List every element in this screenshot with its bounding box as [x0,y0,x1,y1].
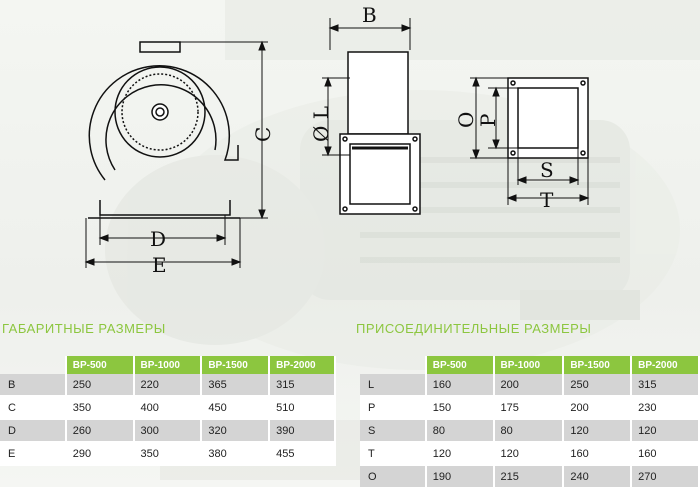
label-p: P [476,114,500,127]
table-header-row: BP-500 BP-1000 BP-1500 BP-2000 [360,356,700,374]
header-cell: BP-1500 [201,356,271,374]
row-label: O [360,465,427,489]
dimension-d [98,215,227,245]
dimension-o [470,76,508,160]
row-label: C [0,396,67,420]
header-cell: BP-2000 [631,356,700,374]
table-cell: 240 [563,465,633,489]
dimension-s [516,148,580,185]
table-cell: 160 [631,442,700,466]
row-label: S [360,419,427,443]
label-t: T [540,188,554,212]
dimension-b [328,18,412,50]
table-row: T 120 120 160 160 [360,442,700,466]
table-cell: 200 [563,396,633,420]
table-cell: 250 [563,374,633,397]
header-cell: BP-500 [425,356,495,374]
row-label: B [0,374,67,397]
table-cell: 160 [563,442,633,466]
table-cell: 120 [493,442,565,466]
table-cell: 290 [65,442,135,466]
table-cell: 450 [201,396,271,420]
table-cell: 300 [133,419,203,443]
table-row: D 260 300 320 390 [0,419,336,443]
table-row: B 250 220 365 315 [0,374,336,397]
table-cell: 120 [563,419,633,443]
table-cell: 220 [133,374,203,397]
header-cell [360,356,427,374]
dimension-e [84,218,242,268]
outlet-side-view [339,51,421,215]
table-cell: 380 [201,442,271,466]
table-cell: 365 [201,374,271,397]
table-cell: 400 [133,396,203,420]
table-cell: 160 [425,374,495,397]
table-cell: 315 [269,374,336,397]
table-cell: 350 [133,442,203,466]
table-row: P 150 175 200 230 [360,396,700,420]
table-cell: 80 [425,419,495,443]
table-cell: 175 [493,396,565,420]
table-row: S 80 80 120 120 [360,419,700,443]
table-row: E 290 350 380 455 [0,442,336,466]
table-cell: 230 [631,396,700,420]
header-cell: BP-1000 [493,356,565,374]
table-cell: 200 [493,374,565,397]
table-cell: 120 [425,442,495,466]
header-cell: BP-1500 [563,356,633,374]
row-label: D [0,419,67,443]
table-cell: 270 [631,465,700,489]
label-l: Ø L [309,106,333,142]
table-header-row: BP-500 BP-1000 BP-1500 BP-2000 [0,356,336,374]
table-cell: 80 [493,419,565,443]
table-cell: 150 [425,396,495,420]
dimension-t [506,158,590,205]
header-cell [0,356,67,374]
row-label: E [0,442,67,466]
table-row: C 350 400 450 510 [0,396,336,420]
row-label: P [360,396,427,420]
table-cell: 455 [269,442,336,466]
table-row: L 160 200 250 315 [360,374,700,397]
label-e: E [152,253,167,277]
table-cell: 190 [425,465,495,489]
table-cell: 250 [65,374,135,397]
label-s: S [540,158,554,182]
label-c: C [251,127,275,142]
row-label: L [360,374,427,397]
table-cell: 120 [631,419,700,443]
table-cell: 315 [631,374,700,397]
table-cell: 215 [493,465,565,489]
table-cell: 320 [201,419,271,443]
overall-dimensions-table: BP-500 BP-1000 BP-1500 BP-2000 B 250 220… [0,356,336,466]
table-cell: 260 [65,419,135,443]
row-label: T [360,442,427,466]
flange-front-view [507,77,589,159]
connection-dimensions-table: BP-500 BP-1000 BP-1500 BP-2000 L 160 200… [360,356,700,489]
dimension-l [322,76,350,157]
table-cell: 390 [269,419,336,443]
dimension-c [180,40,268,220]
table-cell: 350 [65,396,135,420]
label-b: B [362,3,377,27]
header-cell: BP-2000 [269,356,336,374]
dimension-p [488,86,518,150]
connection-dimensions-title: ПРИСОЕДИНИТЕЛЬНЫЕ РАЗМЕРЫ [356,321,592,336]
table-cell: 510 [269,396,336,420]
overall-dimensions-title: ГАБАРИТНЫЕ РАЗМЕРЫ [2,321,166,336]
header-cell: BP-500 [65,356,135,374]
fan-side-view [88,41,240,219]
header-cell: BP-1000 [133,356,203,374]
label-o: O [454,112,478,128]
table-row: O 190 215 240 270 [360,465,700,489]
label-d: D [150,227,166,251]
